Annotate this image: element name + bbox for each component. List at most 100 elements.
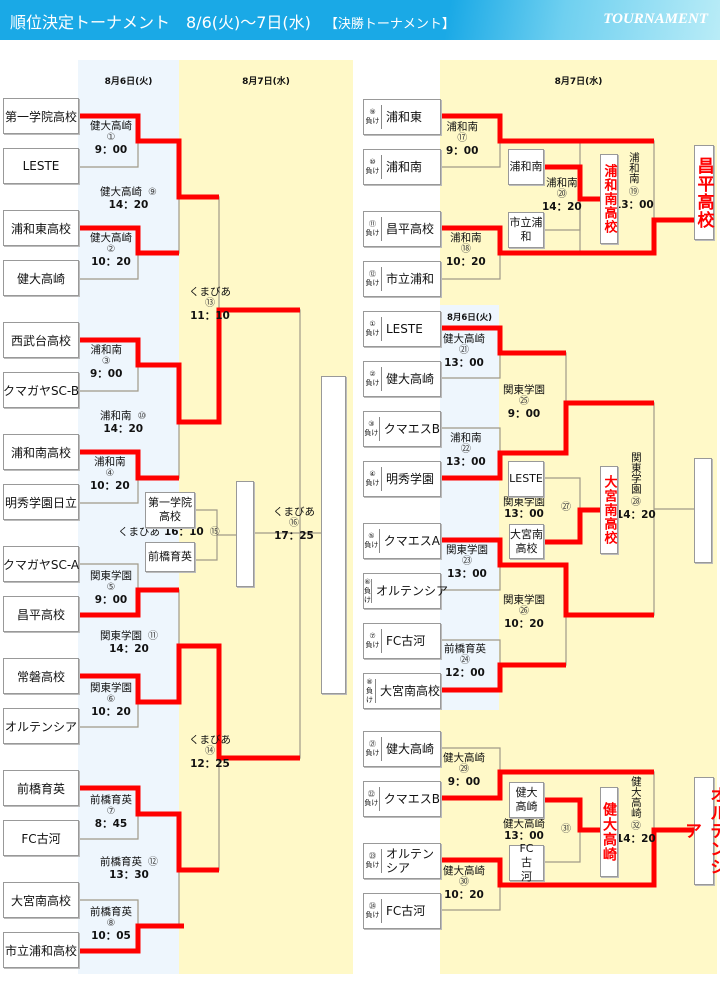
winner-path <box>441 537 654 618</box>
match-time: 13：00 <box>504 508 544 520</box>
left-team[interactable]: 市立浦和高校 <box>3 932 79 968</box>
third-place-team-1[interactable]: 第一学院 高校 <box>145 492 195 528</box>
date-label-day2: 8月7日(水) <box>242 77 290 87</box>
winner-path <box>441 827 694 888</box>
match-time: 13：00 <box>447 568 487 580</box>
match-venue: 前橋育英 <box>90 794 132 806</box>
team-name: 浦和東 <box>386 110 423 124</box>
left-team[interactable]: 健大高崎 <box>3 260 79 296</box>
left-team[interactable]: 西武台高校 <box>3 322 79 358</box>
match-number: ⑫ <box>148 857 158 868</box>
winner-path <box>441 325 566 356</box>
match-venue: 健大高崎 <box>629 776 642 818</box>
rb-semi-winner: 健大高崎 <box>600 787 618 877</box>
left-team[interactable]: 前橋育英 <box>3 770 79 806</box>
loss-tag-number: ⑩ <box>369 158 376 166</box>
loss-tag-number: ⑦ <box>369 632 376 640</box>
match-time: 10：20 <box>446 256 486 268</box>
team-name: 市立浦和 <box>386 272 435 286</box>
loss-tag-label: 負け <box>365 117 380 125</box>
loss-tag-number: ⑤ <box>368 532 375 540</box>
rt-consolation-team-2[interactable]: 市立浦和 <box>508 212 544 248</box>
match-time: 13：00 <box>614 198 654 211</box>
team-name: 浦和南 <box>386 160 423 174</box>
left-team[interactable]: 明秀学園日立 <box>3 484 79 520</box>
match-number: ⑥ <box>106 694 116 705</box>
match-time: 10：20 <box>504 618 544 630</box>
match-number: ⑭ <box>205 746 215 757</box>
rm-consolation-team-2-line1: 大宮南 <box>510 527 543 541</box>
match-venue: 浦和南 <box>446 121 478 133</box>
match-time: 10：05 <box>91 930 131 942</box>
rt-champion: 昌平高校 <box>694 145 714 240</box>
left-team[interactable]: 昌平高校 <box>3 596 79 632</box>
rb-consolation-team-1[interactable]: 健大高崎 <box>509 782 544 818</box>
match-venue: 浦和南 <box>100 410 132 422</box>
rm-consolation-team-1[interactable]: LESTE <box>508 461 544 497</box>
left-team[interactable]: オルテンシア <box>3 708 79 744</box>
loss-tag-number: ⑪ <box>369 220 376 228</box>
match-venue: 健大高崎 <box>503 818 545 830</box>
left-team[interactable]: クマガヤSC-B <box>3 372 79 408</box>
left-team[interactable]: 浦和南高校 <box>3 434 79 470</box>
loss-tag-number: ⑫ <box>369 270 376 278</box>
rm-consolation-team-2-line2: 高校 <box>515 541 538 555</box>
rb-consolation-team-2[interactable]: FC古河 <box>509 842 544 883</box>
match-number: ⑩ <box>137 411 147 422</box>
left-team[interactable]: クマガヤSC-A <box>3 546 79 582</box>
rt-semi-winner: 浦和南高校 <box>600 154 618 244</box>
match-venue: 関東学園 <box>100 630 142 642</box>
left-team[interactable]: 常磐高校 <box>3 658 79 694</box>
team-name: 明秀学園 <box>386 472 435 486</box>
loss-tag-number: ⑥ <box>364 577 371 586</box>
left-team[interactable]: 大宮南高校 <box>3 882 79 918</box>
match-time: 13：00 <box>504 830 544 842</box>
loss-tag-label: 負け <box>364 541 379 549</box>
team-name: クマエスB <box>383 422 440 436</box>
match-time: 10：20 <box>91 256 131 268</box>
match-time: 9：00 <box>447 776 481 788</box>
left-team[interactable]: 第一学院高校 <box>3 98 79 134</box>
rt-consolation-team-1[interactable]: 浦和南 <box>508 149 544 185</box>
match-venue: くまびあ <box>189 286 231 298</box>
match-number: ㉙ <box>459 764 469 775</box>
loss-tag-label: 負け <box>365 229 380 237</box>
winner-path <box>544 164 600 202</box>
left-team[interactable]: LESTE <box>3 148 79 184</box>
left-team[interactable]: FC古河 <box>3 820 79 856</box>
rm-consolation-team-2[interactable]: 大宮南 高校 <box>509 524 544 559</box>
match-venue: 健大高崎 <box>443 865 485 877</box>
left-team[interactable]: 浦和東高校 <box>3 210 79 246</box>
third-place-team-2[interactable]: 前橋育英 <box>145 542 195 572</box>
match-time: 12：00 <box>445 667 485 679</box>
rb-champion: オルテンシア <box>681 777 720 885</box>
match-time: 11：10 <box>190 310 230 322</box>
match-number: ㉑ <box>459 345 469 356</box>
